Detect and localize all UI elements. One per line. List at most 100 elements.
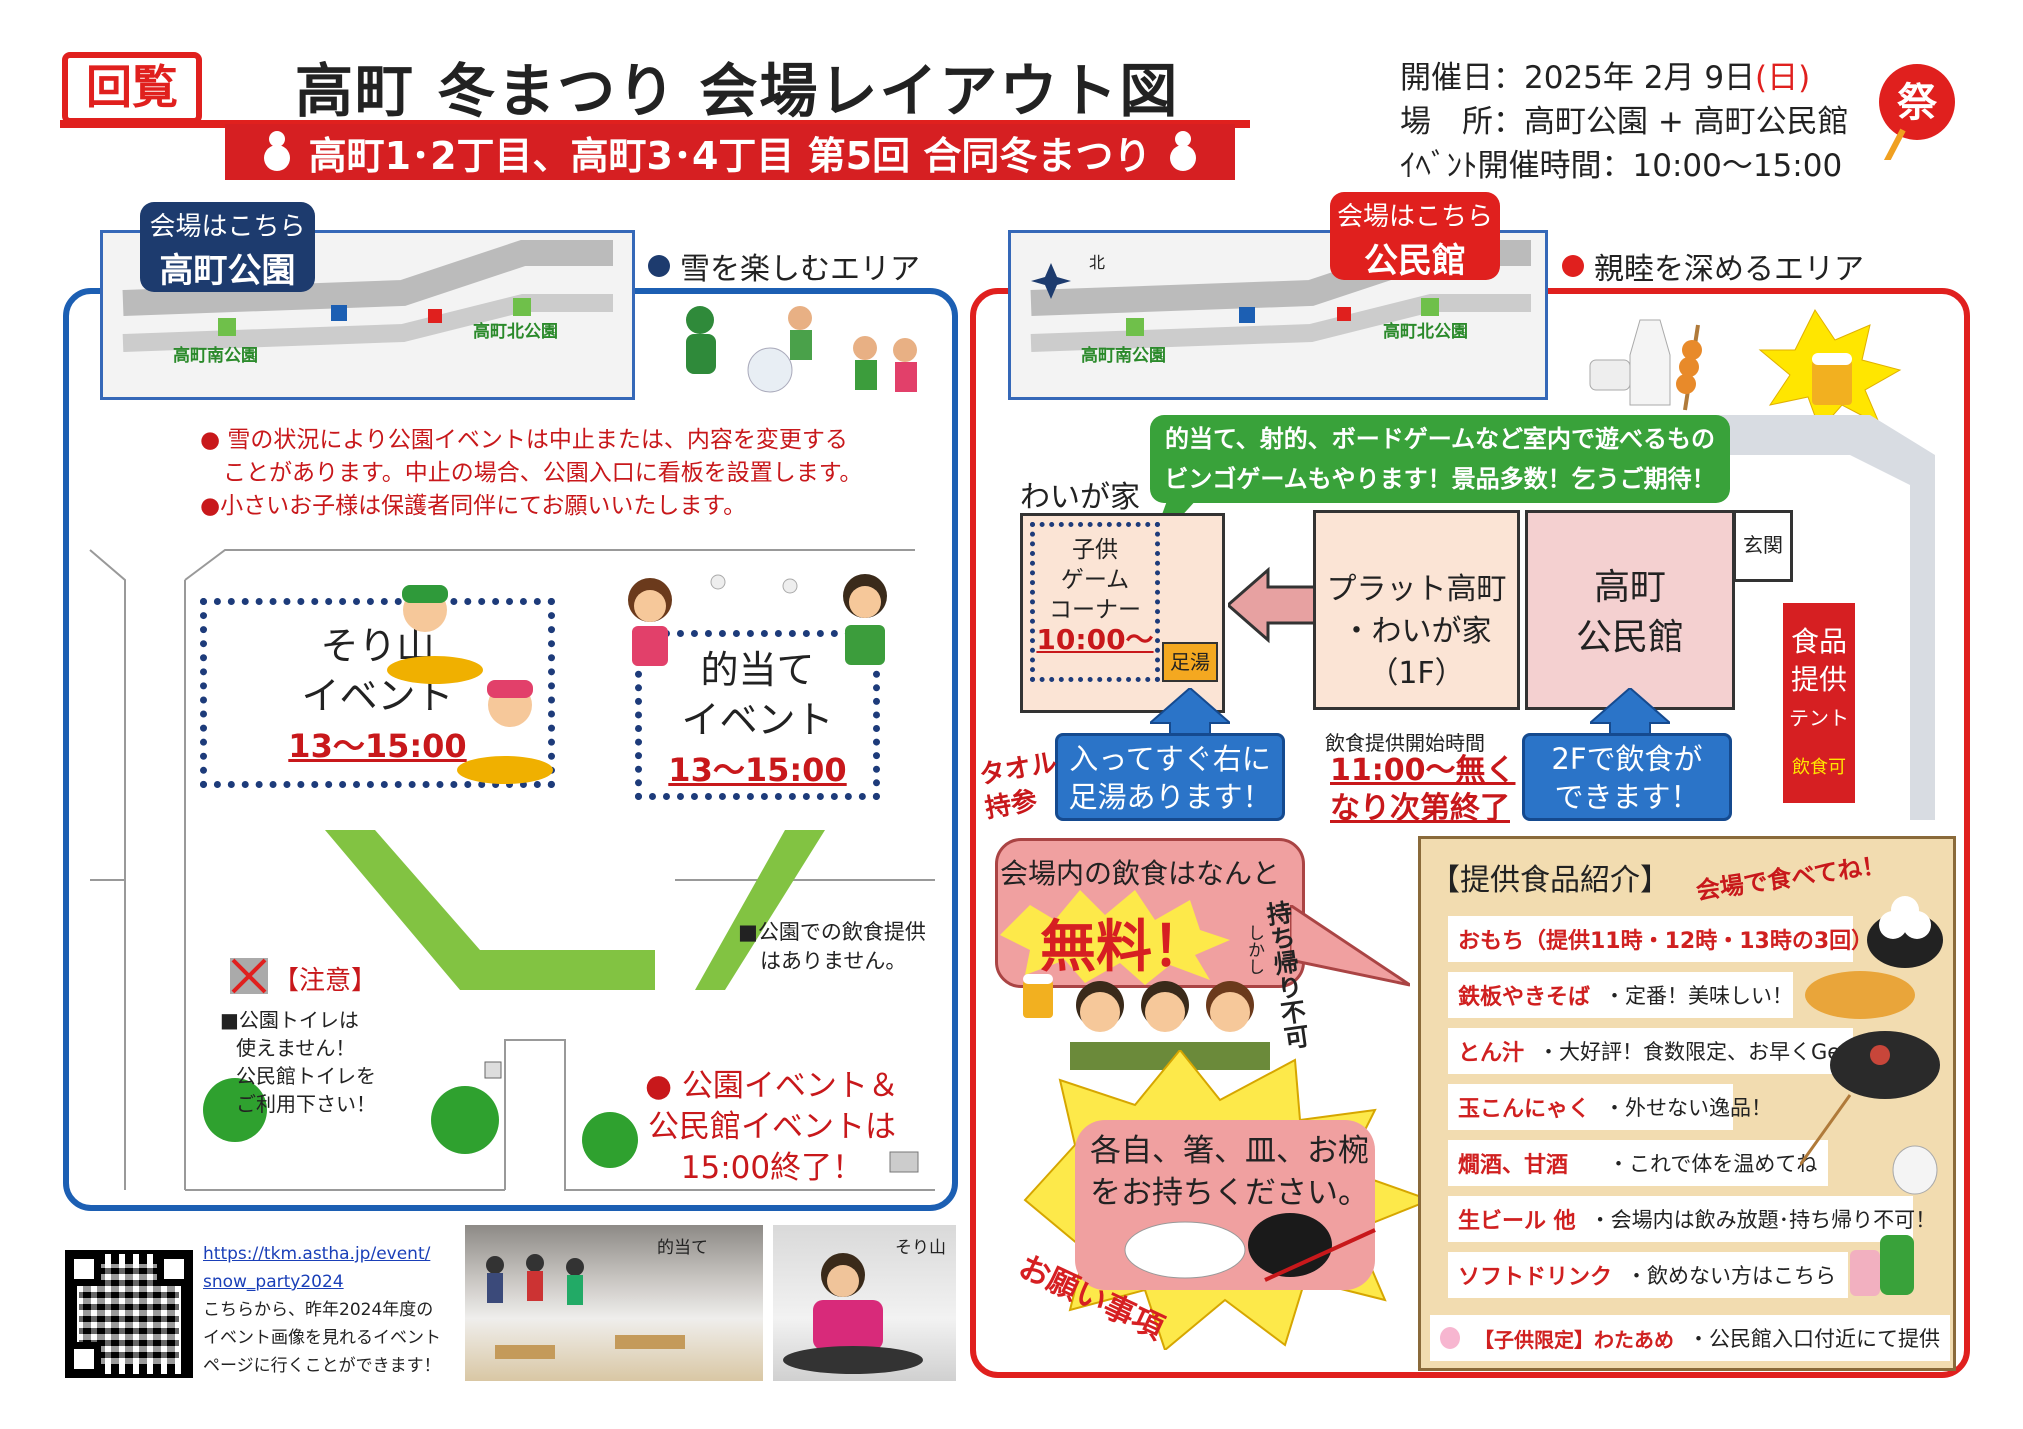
page-title: 高町 冬まつり 会場レイアウト図 — [295, 57, 1180, 125]
callout-venue: 公民館 — [1364, 241, 1466, 281]
snow-area-label: 雪を楽しむエリア — [648, 244, 920, 288]
note-line: ● 雪の状況により公園イベントは中止または、内容を変更する — [200, 427, 848, 453]
bubble-tail — [1290, 905, 1410, 987]
caution-line: 公民館トイレを — [236, 1064, 376, 1088]
waigaya-label: わいが家 — [1020, 480, 1140, 515]
no-food-line: ■公園での飲食提供 — [738, 920, 926, 944]
plat-line: プラット高町 — [1326, 572, 1507, 607]
drinks-illustration — [1589, 309, 1902, 430]
kids-game-corner: 子供 ゲーム コーナー 10:00〜 — [1030, 522, 1160, 682]
event-link-desc: イベント画像を見れるイベント — [203, 1328, 441, 1348]
second-floor-line: できます！ — [1554, 780, 1700, 814]
food-item-name: 燗酒、甘酒 — [1458, 1153, 1569, 1178]
mochi-icon — [1867, 896, 1943, 968]
food-illustrations — [1800, 971, 1940, 1296]
food-item-desc: ・会場内は飲み放題･持ち帰り不可！ — [1589, 1208, 1937, 1232]
snowman-icon — [1169, 131, 1197, 173]
food-item-row: 【子供限定】わたあめ ・公民館入口付近にて提供 — [1430, 1315, 1950, 1361]
event-link-desc: ページに行くことができます！ — [203, 1356, 441, 1376]
cotton-candy-icon — [1440, 1327, 1460, 1349]
target-time: 13〜15:00 — [668, 751, 847, 789]
food-tent-line: テント — [1789, 706, 1849, 730]
footbath-notice: 入ってすぐ右に 足湯あります！ — [1055, 733, 1285, 821]
food-item-desc: ・これで体を温めてね — [1608, 1152, 1818, 1176]
food-item-desc: ・定番！美味しい！ — [1604, 984, 1794, 1008]
second-floor-line: 2Fで飲食が — [1551, 742, 1703, 776]
food-item-name: 生ビール 他 — [1458, 1209, 1576, 1234]
event-url[interactable]: https://tkm.astha.jp/event/ — [203, 1244, 431, 1264]
map-label-south: 高町南公園 — [1081, 346, 1166, 366]
caution-line: 使えません！ — [236, 1036, 356, 1060]
social-area-label: 親睦を深めるエリア — [1562, 244, 1864, 288]
note-line: ことがあります。中止の場合、公園入口に看板を設置します。 — [200, 460, 863, 486]
plat-line: ・わいが家 — [1341, 614, 1492, 649]
sled-photo: そり山 — [773, 1225, 956, 1381]
sledding-kids-illustration — [387, 585, 553, 784]
caution-title: 【注意】 — [273, 966, 378, 996]
kids-snow-illustration — [686, 306, 917, 393]
up-arrow-icon — [1150, 688, 1230, 738]
free-food-line: 会場内の飲食はなんと — [1000, 857, 1281, 890]
kids-corner-line: ゲーム — [1060, 567, 1130, 593]
request-line: 各自、箸、皿、お椀 — [1090, 1133, 1369, 1169]
snowman-icon — [263, 131, 291, 173]
event-time: ｲﾍﾞﾝﾄ開催時間：10:00〜15:00 — [1400, 148, 1843, 184]
sled-time: 13〜15:00 — [288, 727, 467, 765]
food-item-row: 鉄板やきそば ・定番！美味しい！ — [1448, 972, 1793, 1018]
food-start-line: なり次第終了 — [1330, 791, 1510, 826]
park-minimap: 高町南公園 高町北公園 — [100, 230, 635, 400]
toilet-caution: ■公園トイレは 使えません！ 公民館トイレを ご利用下さい！ — [220, 1006, 376, 1118]
event-link-desc: こちらから、昨年2024年度の — [203, 1300, 434, 1320]
food-start-label: 飲食提供開始時間 — [1325, 731, 1485, 755]
end-notice: ● 公園イベント＆ 公民館イベントは 15:00終了！ — [645, 1066, 899, 1189]
park-layout-map — [89, 549, 935, 1191]
subtitle-band: 高町1･2丁目、高町3･4丁目 第5回 合同冬まつり — [225, 124, 1235, 180]
park-notes: ● 雪の状況により公園イベントは中止または、内容を変更する ことがあります。中止… — [200, 424, 862, 523]
food-item-desc: ・大好評！食数限定、お早くGet！ — [1538, 1040, 1870, 1064]
snow-area-text: 雪を楽しむエリア — [680, 252, 920, 287]
kominkan-line: 高町 — [1593, 567, 1666, 608]
caution-line: ご利用下さい！ — [236, 1092, 376, 1116]
but-label: しかし — [1244, 924, 1264, 975]
park-venue-callout: 会場はこちら 高町公園 — [140, 202, 315, 292]
food-item-name: ソフトドリンク — [1458, 1265, 1613, 1290]
kominkan-building: 高町 公民館 — [1525, 510, 1735, 710]
kairan-badge: 回覧 — [62, 52, 202, 124]
genkan-entrance: 玄関 — [1733, 510, 1793, 582]
kominkan-line: 公民館 — [1575, 617, 1684, 658]
food-item-desc: ・外せない逸品！ — [1604, 1096, 1773, 1120]
festival-stamp: 祭 — [1897, 80, 1938, 126]
north-label: 北 — [1089, 253, 1106, 272]
event-url-cont[interactable]: snow_party2024 — [203, 1272, 344, 1292]
food-item-row: ソフトドリンク ・飲めない方はこちら — [1448, 1252, 1848, 1298]
map-label-north: 高町北公園 — [473, 322, 558, 342]
games-line: 的当て、射的、ボードゲームなど室内で遊べるもの — [1164, 425, 1716, 453]
food-item-row: おもち（提供11時・12時・13時の3回） — [1448, 916, 1873, 962]
food-item-row: 燗酒、甘酒 ・これで体を温めてね — [1448, 1140, 1828, 1186]
food-item-row: 玉こんにゃく ・外せない逸品！ — [1448, 1084, 1772, 1130]
event-link-block: https://tkm.astha.jp/event/ snow_party20… — [203, 1240, 441, 1380]
end-notice-line: 15:00終了！ — [680, 1150, 864, 1186]
kids-corner-line: 子供 — [1072, 537, 1118, 563]
request-starburst — [1023, 1050, 1433, 1350]
sled-photo-label: そり山 — [895, 1238, 946, 1258]
map-label-south: 高町南公園 — [173, 346, 258, 366]
subtitle: 高町1･2丁目、高町3･4丁目 第5回 合同冬まつり — [308, 133, 1152, 178]
food-item-name: とん汁 — [1458, 1041, 1525, 1066]
games-line: ビンゴゲームもやります！景品多数！乞うご期待！ — [1164, 465, 1716, 493]
food-item-row: 生ビール 他 ・会場内は飲み放題･持ち帰り不可！ — [1448, 1196, 1936, 1242]
social-area-text: 親睦を深めるエリア — [1594, 252, 1864, 287]
towel-note: タオル 持参 — [977, 746, 1066, 827]
bullet-icon — [1562, 255, 1584, 277]
event-date: 開催日：2025年 2月 9日 — [1400, 60, 1756, 96]
event-info: 開催日：2025年 2月 9日(日) 場 所：高町公園 + 高町公民館 ｲﾍﾞﾝ… — [1400, 56, 1849, 188]
snowball-kids-illustration — [628, 574, 887, 666]
target-photo-label: 的当て — [657, 1238, 708, 1258]
hall-road — [1400, 415, 1935, 820]
end-notice-line: ● 公園イベント＆ — [645, 1068, 899, 1104]
note-line: ●小さいお子様は保護者同伴にてお願いいたします。 — [200, 493, 747, 519]
food-item-desc: ・公民館入口付近にて提供 — [1688, 1327, 1940, 1351]
qr-code[interactable] — [65, 1250, 193, 1378]
up-arrow-icon — [1590, 688, 1670, 738]
target-photo: 的当て — [465, 1225, 763, 1381]
